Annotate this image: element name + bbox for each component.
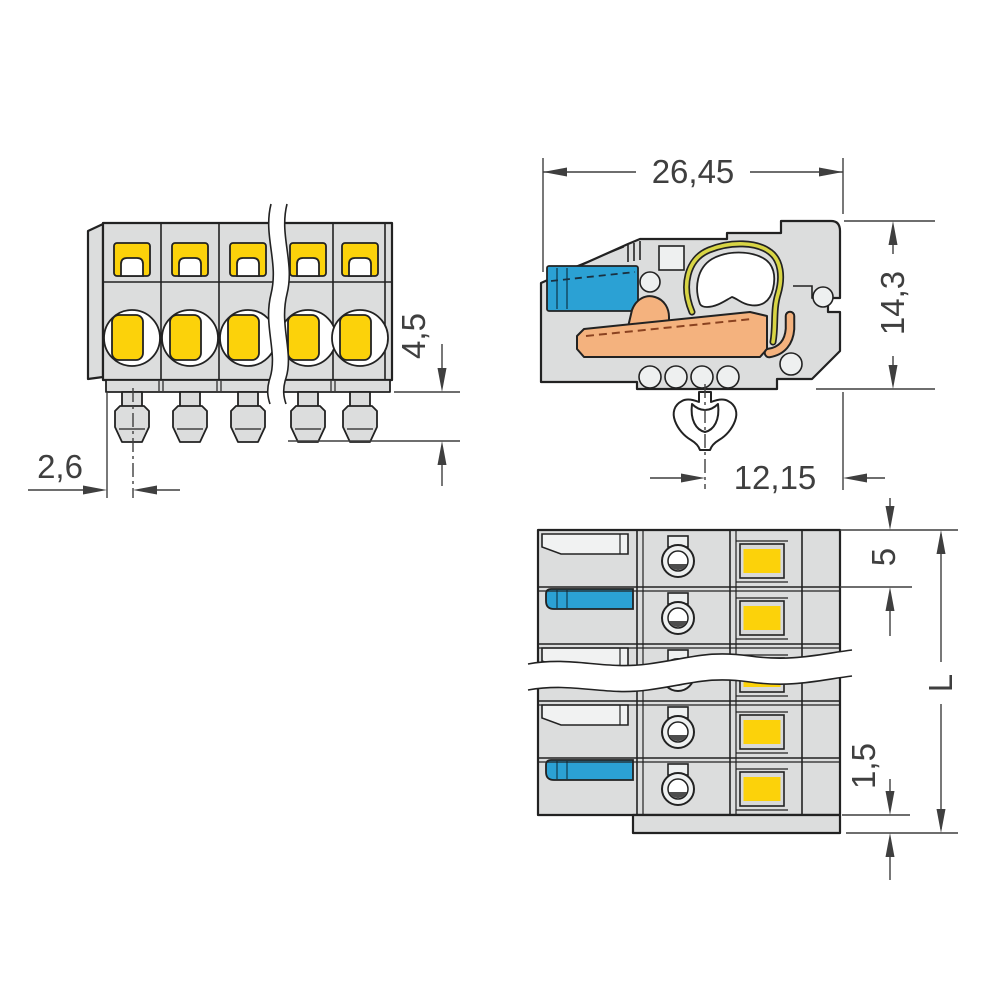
front-view — [86, 203, 394, 443]
solder-pin-5 — [342, 391, 378, 443]
foot-offset-label: 12,15 — [734, 459, 817, 496]
end-plate — [86, 222, 105, 381]
break-line-top — [527, 649, 853, 693]
overall-height-label: 14,3 — [874, 271, 911, 335]
dim-overall-width: 26,45 — [542, 153, 844, 272]
bottom-flange — [631, 813, 842, 835]
break-line-front — [266, 203, 291, 405]
grip-ridges — [627, 241, 641, 262]
dim-foot-offset: 12,15 — [650, 392, 885, 496]
channel-dividers — [636, 531, 803, 832]
dim-total-length: L — [846, 530, 959, 834]
pin-length-label: 4,5 — [395, 313, 432, 359]
flange-step-label: 1,5 — [845, 743, 882, 789]
pin-offset-label: 2,6 — [37, 448, 83, 485]
dim-pin-length: 4,5 — [288, 313, 460, 486]
housing-holes-bottom — [638, 352, 803, 389]
housing-relief-square — [658, 245, 685, 271]
top-view — [527, 528, 853, 835]
solder-pin-3 — [230, 391, 266, 443]
row-dividers — [539, 586, 839, 763]
mounting-flange — [105, 379, 391, 393]
dim-pin-offset: 2,6 — [28, 388, 180, 498]
solder-pin-4 — [290, 391, 326, 443]
flange-ticks — [158, 381, 336, 391]
overall-width-label: 26,45 — [652, 153, 735, 190]
total-length-label: L — [922, 674, 959, 692]
dim-pole-pitch: 5 — [840, 498, 958, 636]
wire-entry-block — [546, 265, 639, 312]
clamping-spring — [683, 240, 785, 346]
contact-bar — [576, 295, 796, 359]
side-view — [539, 219, 842, 489]
snap-in-foot — [672, 384, 738, 489]
dim-flange-step: 1,5 — [842, 743, 910, 880]
solder-pin-2 — [172, 391, 208, 443]
solder-pin-1 — [114, 391, 150, 443]
dim-overall-height: 14,3 — [816, 220, 935, 390]
housing-hole-right — [812, 286, 834, 308]
pole-pitch-label: 5 — [865, 548, 902, 566]
housing-hole-upper — [639, 271, 661, 293]
